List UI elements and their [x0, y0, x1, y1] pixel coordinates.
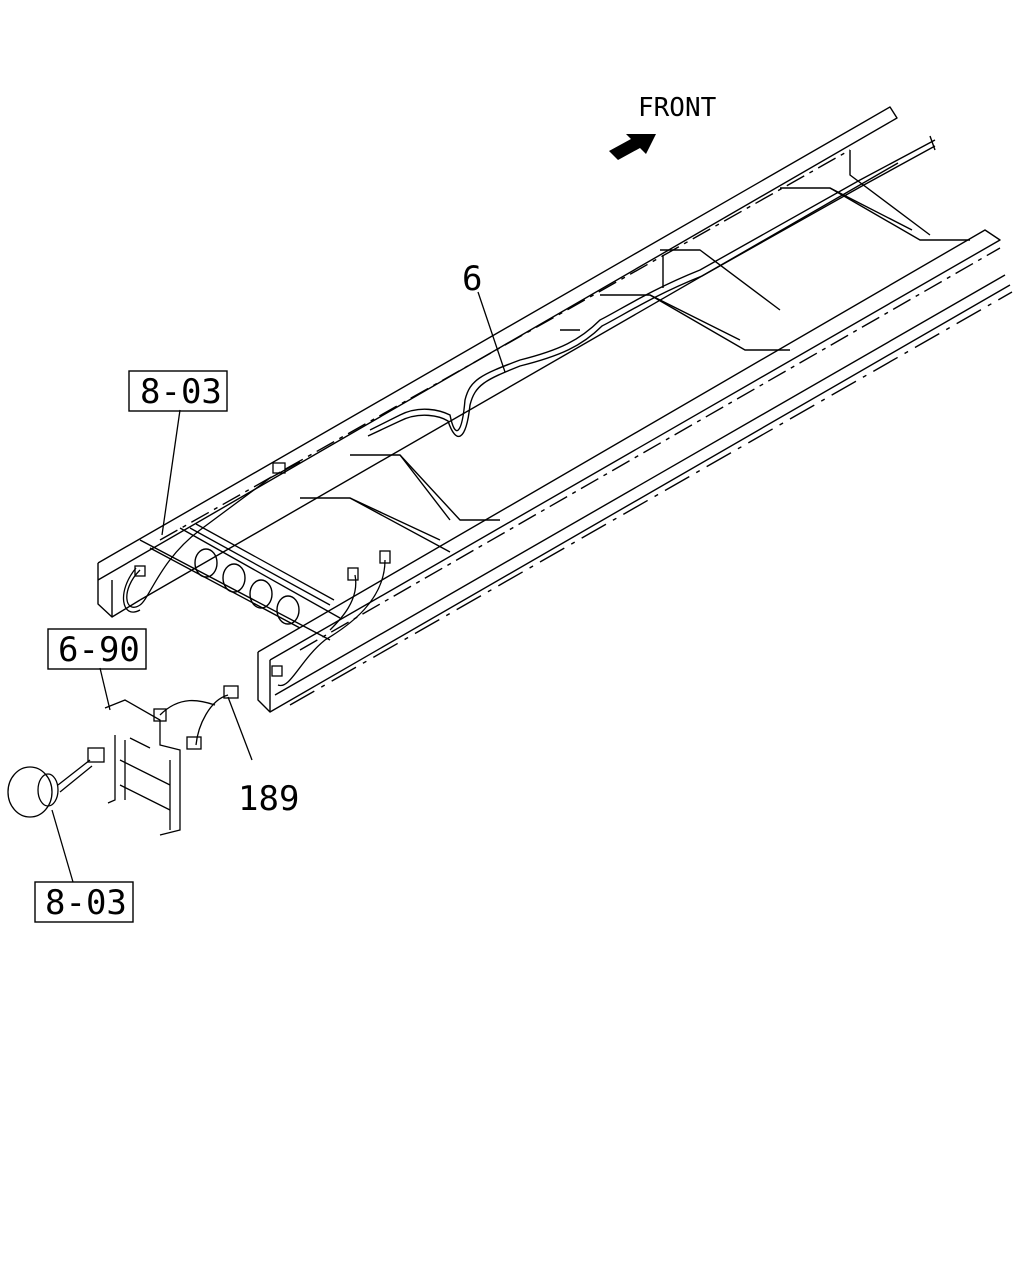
callout-ref-bracket-label: 6-90: [58, 630, 140, 670]
callout-harness-sub-label: 189: [238, 779, 299, 819]
callout-6: 6: [462, 259, 482, 299]
sub-harness-189: [153, 685, 239, 750]
callout-6-90: 6-90: [47, 628, 147, 670]
rear-lamp-holes: [194, 548, 300, 625]
rear-lamp-assembly: [7, 747, 105, 818]
callout-ref-lamp-label: 8-03: [45, 883, 127, 923]
lamp-bracket: [104, 699, 181, 836]
wiring-harness-rear: [122, 461, 391, 687]
chassis-frame: [97, 106, 1013, 713]
callout-harness-main-label: 6: [462, 259, 482, 299]
callout-ref-top-label: 8-03: [140, 372, 222, 412]
front-indicator: FRONT: [609, 93, 717, 160]
callout-189: 189: [238, 779, 299, 819]
callout-8-03-top: 8-03: [128, 370, 228, 412]
wiring-harness-main: [367, 135, 936, 438]
front-arrow-icon: [609, 134, 656, 160]
callout-leaders: [51, 291, 506, 883]
callout-8-03-lamp: 8-03: [34, 881, 134, 923]
front-label: FRONT: [638, 93, 717, 123]
